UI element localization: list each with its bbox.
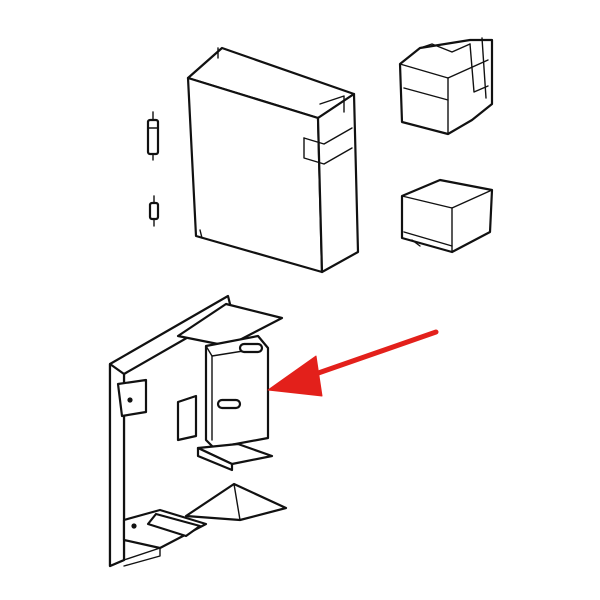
contactor[interactable] bbox=[398, 37, 494, 136]
control-box[interactable] bbox=[186, 46, 360, 274]
transformer[interactable] bbox=[400, 178, 494, 254]
mounting-bracket[interactable] bbox=[108, 294, 288, 568]
fuse-large[interactable] bbox=[146, 111, 160, 161]
highlight-arrow bbox=[267, 329, 439, 397]
fuse-small[interactable] bbox=[148, 195, 160, 227]
